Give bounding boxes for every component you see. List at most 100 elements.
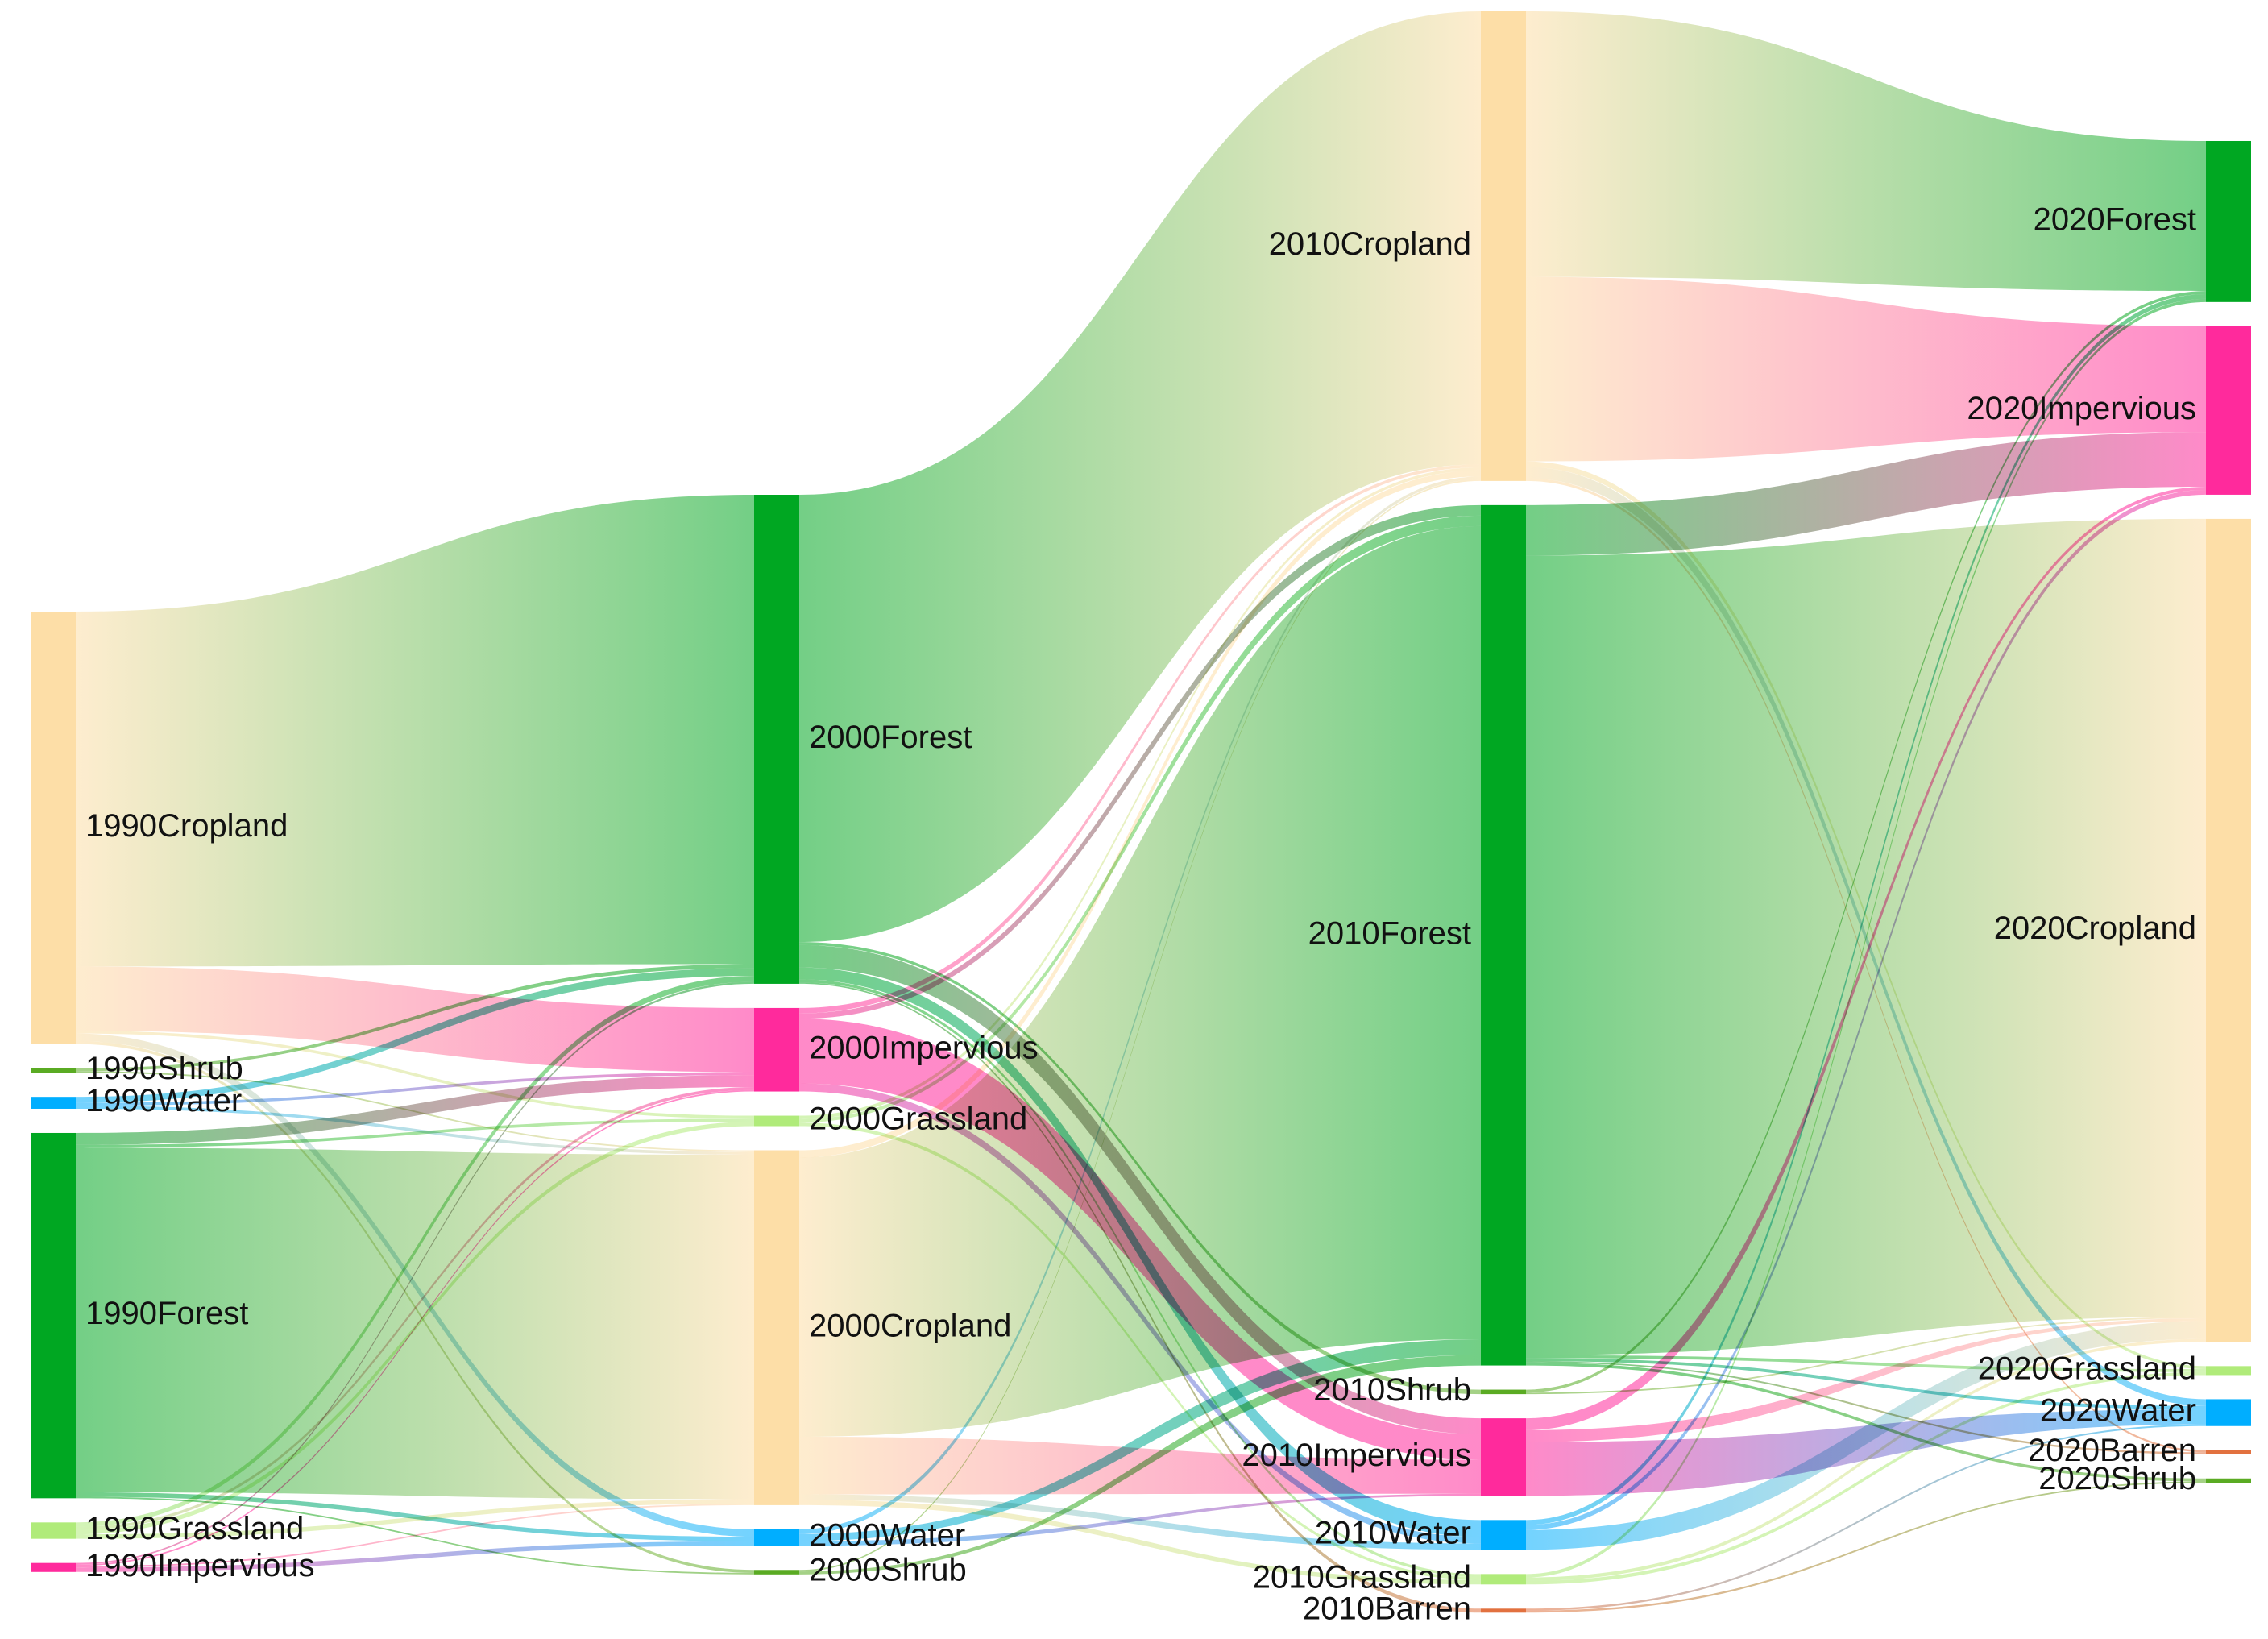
link-1990Grassland-to-2000Impervious	[76, 1087, 754, 1530]
link-1990Forest-to-2000Cropland	[76, 1147, 754, 1500]
label-1990Impervious: 1990Impervious	[85, 1548, 315, 1583]
label-2000Cropland: 2000Cropland	[809, 1308, 1011, 1343]
link-1990Cropland-to-2000Forest	[76, 495, 754, 967]
link-2000Grassland-to-2010Cropland	[799, 467, 1481, 1119]
link-2010Cropland-to-2020Forest	[1526, 11, 2206, 292]
link-2010Barren-to-2020Shrub	[1526, 1481, 2206, 1613]
node-1990Forest	[31, 1132, 76, 1499]
link-2010Forest-to-2020Shrub	[1526, 1362, 2206, 1482]
node-2010Grassland	[1481, 1574, 1526, 1585]
label-1990Shrub: 1990Shrub	[85, 1051, 243, 1086]
link-2000Forest-to-2010Cropland	[799, 11, 1481, 943]
label-2020Forest: 2020Forest	[2034, 201, 2196, 237]
link-2000Water-to-2010Impervious	[799, 1493, 1481, 1546]
node-2010Shrub	[1481, 1389, 1526, 1395]
link-1990Impervious-to-2000Cropland	[76, 1504, 754, 1568]
node-2000Grassland	[754, 1115, 799, 1127]
link-1990Forest-to-2000Grassland	[76, 1118, 754, 1148]
node-2020Shrub	[2206, 1478, 2251, 1483]
link-1990Water-to-2000Impervious	[76, 1072, 754, 1106]
sankey-nodes	[31, 11, 2251, 1613]
node-2020Grassland	[2206, 1366, 2251, 1376]
label-2010Barren: 2010Barren	[1303, 1591, 1471, 1626]
link-2000Cropland-to-2010Cropland	[799, 470, 1481, 1158]
link-1990Grassland-to-2000Forest	[76, 976, 754, 1527]
label-2010Grassland: 2010Grassland	[1253, 1559, 1471, 1595]
link-2000Shrub-to-2010Cropland	[799, 479, 1481, 1572]
link-2000Shrub-to-2010Forest	[799, 1355, 1481, 1575]
label-2020Shrub: 2020Shrub	[2038, 1461, 2196, 1496]
label-2000Shrub: 2000Shrub	[809, 1553, 967, 1588]
node-2020Impervious	[2206, 326, 2251, 495]
node-1990Impervious	[31, 1562, 76, 1572]
node-2010Forest	[1481, 504, 1526, 1366]
link-2000Water-to-2010Cropland	[799, 476, 1481, 1534]
label-2000Impervious: 2000Impervious	[809, 1030, 1039, 1065]
link-1990Grassland-to-2000Cropland	[76, 1499, 754, 1539]
label-2020Cropland: 2020Cropland	[1994, 911, 2196, 946]
node-2010Impervious	[1481, 1418, 1526, 1496]
label-1990Grassland: 1990Grassland	[85, 1511, 304, 1546]
link-1990Impervious-to-2000Impervious	[76, 1089, 754, 1566]
label-2020Impervious: 2020Impervious	[1967, 391, 2196, 426]
node-2000Cropland	[754, 1150, 799, 1505]
node-2020Barren	[2206, 1450, 2251, 1454]
link-2010Barren-to-2020Water	[1526, 1424, 2206, 1611]
link-2010Grassland-to-2020Forest	[1526, 298, 2206, 1578]
link-1990Impervious-to-2000Forest	[76, 981, 754, 1565]
link-2010Shrub-to-2020Forest	[1526, 291, 2206, 1393]
node-2010Barren	[1481, 1608, 1526, 1613]
label-1990Cropland: 1990Cropland	[85, 808, 288, 844]
link-1990Cropland-to-2000Grassland	[76, 1030, 754, 1119]
label-2020Barren: 2020Barren	[2028, 1433, 2196, 1468]
label-2010Cropland: 2010Cropland	[1269, 226, 1471, 262]
link-2000Impervious-to-2010Cropland	[799, 464, 1481, 1014]
label-2010Impervious: 2010Impervious	[1242, 1438, 1471, 1473]
label-2010Forest: 2010Forest	[1308, 915, 1471, 951]
node-2000Shrub	[754, 1570, 799, 1575]
link-1990Water-to-2000Cropland	[76, 1106, 754, 1156]
link-2010Forest-to-2020Impervious	[1526, 432, 2206, 556]
label-2020Grassland: 2020Grassland	[1978, 1351, 2196, 1386]
link-2010Forest-to-2020Barren	[1526, 1361, 2206, 1454]
link-2010Water-to-2020Impervious	[1526, 489, 2206, 1530]
link-2000Cropland-to-2010Grassland	[799, 1500, 1481, 1585]
sankey-links	[76, 11, 2206, 1613]
node-2020Water	[2206, 1399, 2251, 1426]
link-1990Impervious-to-2000Water	[76, 1541, 754, 1572]
node-2020Forest	[2206, 140, 2251, 302]
link-2000Impervious-to-2010Forest	[799, 504, 1481, 1019]
link-2000Cropland-to-2010Water	[799, 1494, 1481, 1550]
label-2000Grassland: 2000Grassland	[809, 1102, 1027, 1137]
node-2010Cropland	[1481, 11, 1526, 481]
link-2010Shrub-to-2020Cropland	[1526, 1317, 2206, 1395]
node-2000Forest	[754, 495, 799, 984]
link-2000Cropland-to-2010Forest	[799, 525, 1481, 1437]
link-2010Forest-to-2020Water	[1526, 1358, 2206, 1409]
link-2010Water-to-2020Forest	[1526, 294, 2206, 1525]
node-2010Water	[1481, 1520, 1526, 1550]
link-2010Grassland-to-2020Cropland	[1526, 1338, 2206, 1581]
link-1990Forest-to-2000Impervious	[76, 1075, 754, 1145]
link-2000Water-to-2010Forest	[799, 1339, 1481, 1541]
link-2010Impervious-to-2020Water	[1526, 1409, 2206, 1496]
label-2000Water: 2000Water	[809, 1518, 965, 1554]
link-1990Water-to-2000Forest	[76, 968, 754, 1103]
label-2000Forest: 2000Forest	[809, 720, 972, 755]
label-2010Shrub: 2010Shrub	[1313, 1372, 1471, 1408]
label-1990Water: 1990Water	[85, 1083, 242, 1118]
link-1990Shrub-to-2000Forest	[76, 964, 754, 1072]
node-1990Water	[31, 1097, 76, 1109]
node-2020Cropland	[2206, 518, 2251, 1342]
node-1990Cropland	[31, 612, 76, 1044]
label-1990Forest: 1990Forest	[85, 1296, 248, 1331]
link-2010Grassland-to-2020Grassland	[1526, 1371, 2206, 1585]
link-2000Grassland-to-2010Forest	[799, 515, 1481, 1123]
node-1990Shrub	[31, 1068, 76, 1073]
node-2000Water	[754, 1529, 799, 1546]
label-2010Water: 2010Water	[1315, 1515, 1471, 1550]
link-2010Impervious-to-2020Cropland	[1526, 1318, 2206, 1442]
link-2010Water-to-2020Cropland	[1526, 1321, 2206, 1550]
